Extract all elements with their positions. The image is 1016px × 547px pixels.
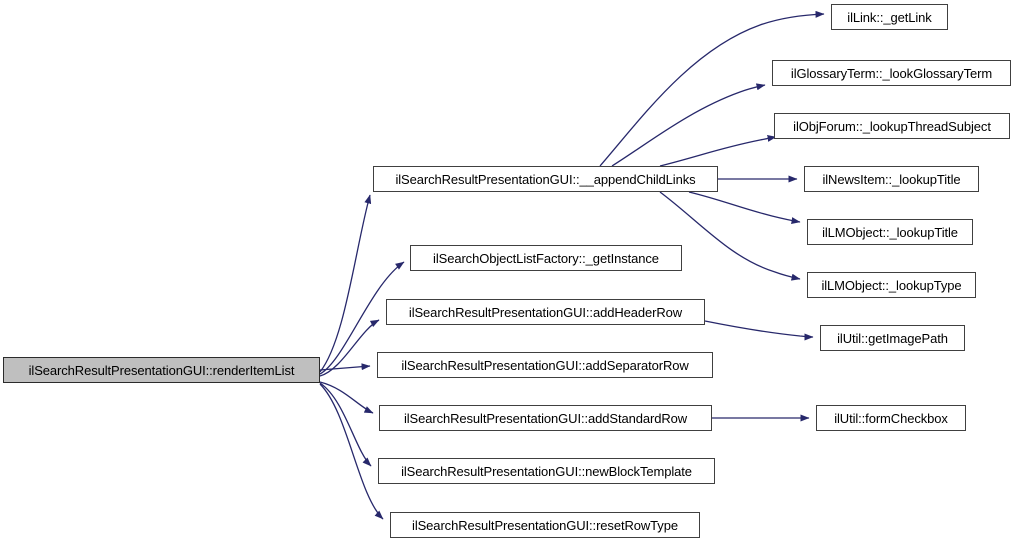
graph-edge-appendChild-to-lmLookupTitle bbox=[688, 191, 801, 225]
graph-node-label: ilUtil::formCheckbox bbox=[834, 410, 948, 426]
graph-node-lmLookupTitle[interactable]: ilLMObject::_lookupTitle bbox=[807, 219, 973, 245]
graph-node-label: ilLink::_getLink bbox=[847, 9, 932, 25]
graph-edge-root-to-addSeparatorRow bbox=[319, 363, 371, 371]
graph-node-label: ilSearchResultPresentationGUI::__appendC… bbox=[395, 171, 696, 187]
graph-node-lookGlossary[interactable]: ilGlossaryTerm::_lookGlossaryTerm bbox=[772, 60, 1011, 86]
graph-node-formCheckbox[interactable]: ilUtil::formCheckbox bbox=[816, 405, 966, 431]
graph-edge-root-to-newBlockTpl bbox=[319, 382, 372, 467]
graph-node-label: ilSearchResultPresentationGUI::addStanda… bbox=[403, 410, 688, 426]
graph-node-label: ilNewsItem::_lookupTitle bbox=[822, 171, 961, 187]
graph-node-root[interactable]: ilSearchResultPresentationGUI::renderIte… bbox=[3, 357, 320, 383]
graph-node-label: ilSearchResultPresentationGUI::renderIte… bbox=[28, 362, 295, 378]
graph-node-addSeparatorRow[interactable]: ilSearchResultPresentationGUI::addSepara… bbox=[377, 352, 713, 378]
graph-node-appendChild[interactable]: ilSearchResultPresentationGUI::__appendC… bbox=[373, 166, 718, 192]
graph-node-label: ilSearchResultPresentationGUI::newBlockT… bbox=[401, 463, 692, 479]
graph-node-lookupThread[interactable]: ilObjForum::_lookupThreadSubject bbox=[774, 113, 1010, 139]
graph-node-label: ilObjForum::_lookupThreadSubject bbox=[793, 118, 991, 134]
graph-node-addHeaderRow[interactable]: ilSearchResultPresentationGUI::addHeader… bbox=[386, 299, 705, 325]
graph-node-getImagePath[interactable]: ilUtil::getImagePath bbox=[820, 325, 965, 351]
graph-edge-addHeaderRow-to-getImagePath bbox=[704, 320, 814, 341]
graph-edge-appendChild-to-lookupThread bbox=[659, 134, 777, 167]
graph-node-resetRowType[interactable]: ilSearchResultPresentationGUI::resetRowT… bbox=[390, 512, 700, 538]
graph-node-getInstance[interactable]: ilSearchObjectListFactory::_getInstance bbox=[410, 245, 682, 271]
graph-edge-root-to-appendChild bbox=[319, 194, 372, 373]
graph-node-addStandardRow[interactable]: ilSearchResultPresentationGUI::addStanda… bbox=[379, 405, 712, 431]
graph-node-lmLookupType[interactable]: ilLMObject::_lookupType bbox=[807, 272, 976, 298]
graph-node-label: ilLMObject::_lookupTitle bbox=[822, 224, 958, 240]
graph-node-getLink[interactable]: ilLink::_getLink bbox=[831, 4, 948, 30]
graph-node-newBlockTpl[interactable]: ilSearchResultPresentationGUI::newBlockT… bbox=[378, 458, 715, 484]
graph-node-label: ilLMObject::_lookupType bbox=[821, 277, 962, 293]
graph-node-label: ilUtil::getImagePath bbox=[837, 330, 948, 346]
graph-node-label: ilSearchObjectListFactory::_getInstance bbox=[433, 250, 659, 266]
graph-edge-root-to-addStandardRow bbox=[319, 381, 374, 414]
graph-edge-appendChild-to-getLink bbox=[599, 10, 825, 167]
graph-node-label: ilSearchResultPresentationGUI::resetRowT… bbox=[412, 517, 678, 533]
graph-node-label: ilGlossaryTerm::_lookGlossaryTerm bbox=[790, 65, 993, 81]
graph-node-label: ilSearchResultPresentationGUI::addHeader… bbox=[408, 304, 683, 320]
graph-node-newsLookupTitle[interactable]: ilNewsItem::_lookupTitle bbox=[804, 166, 979, 192]
graph-edge-appendChild-to-lookGlossary bbox=[611, 83, 766, 167]
graph-edge-root-to-resetRowType bbox=[319, 383, 384, 520]
graph-edge-root-to-addHeaderRow bbox=[319, 319, 380, 377]
graph-node-label: ilSearchResultPresentationGUI::addSepara… bbox=[401, 357, 689, 373]
